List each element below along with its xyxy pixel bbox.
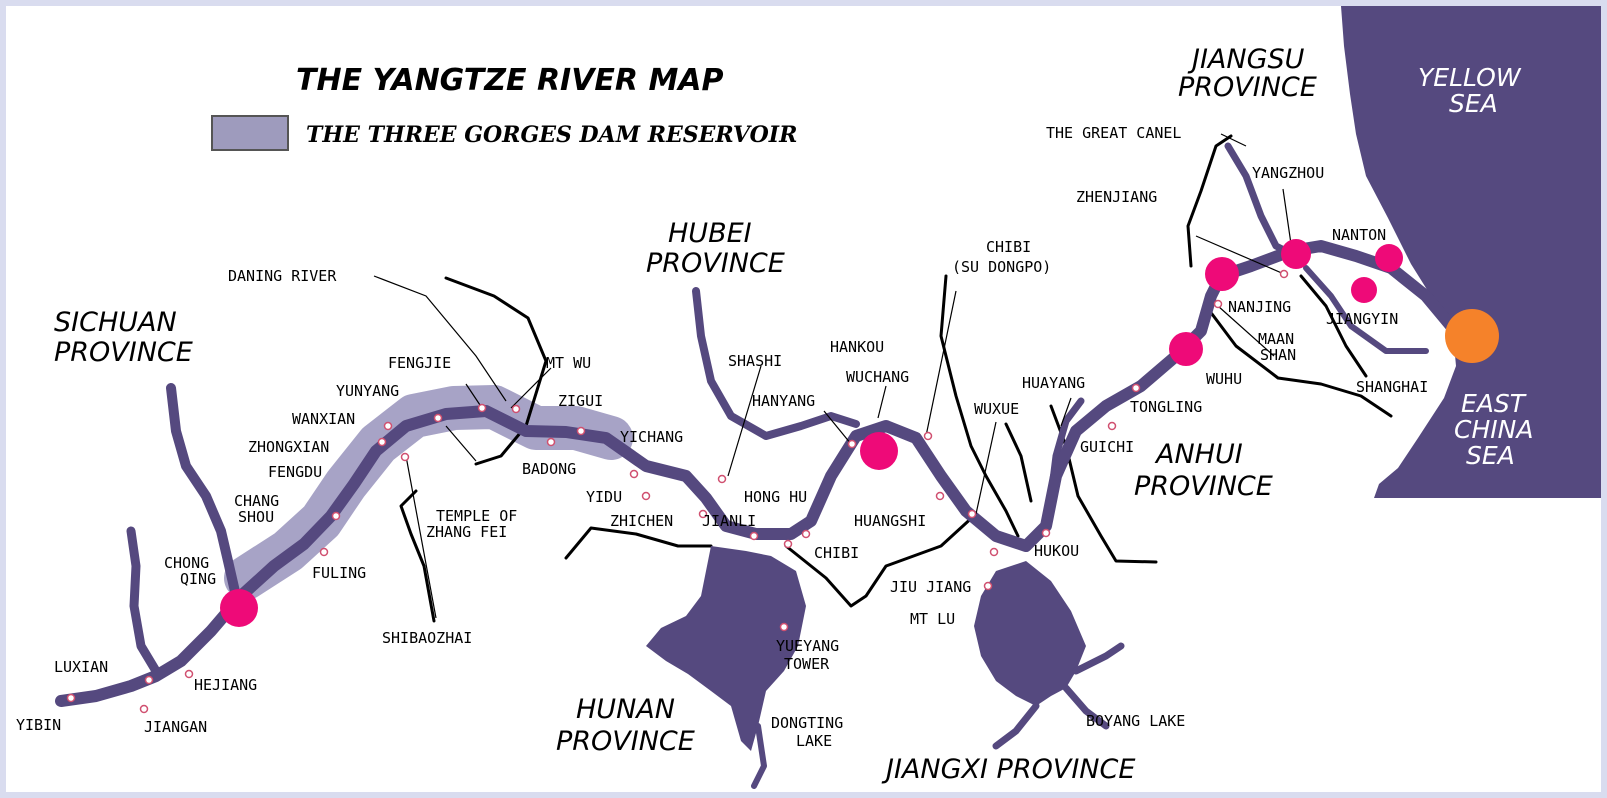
tributary-shibaozhai (399, 489, 436, 623)
label-hukou: HUKOU (1034, 542, 1079, 560)
label-mt-lu: MT LU (910, 610, 955, 628)
dongting-lake (646, 546, 806, 751)
label-yichang: YICHANG (620, 428, 683, 446)
label-huangshi: HUANGSHI (854, 512, 926, 530)
label-mt-wu: MT WU (546, 354, 591, 372)
city-marker-wuhan (860, 432, 898, 470)
tributary-jiangsu (1186, 134, 1233, 268)
label-chibi-north: CHIBI(SU DONGPO) (952, 238, 1051, 276)
tributary-daning (444, 276, 548, 466)
boyang-outflow (992, 642, 1125, 750)
tributary-jiangyin (1299, 274, 1368, 378)
tributary-hunan-mid (784, 512, 978, 608)
tributary-luxian (126, 526, 161, 676)
label-shashi: SHASHI (728, 352, 782, 370)
city-marker-jiangyin (1351, 277, 1377, 303)
grand-canal-river (1224, 142, 1300, 260)
tributary-sichuan-north (166, 383, 241, 601)
tributary-anhui (1204, 304, 1393, 418)
label-zhichen: ZHICHEN (610, 512, 673, 530)
label-hanyang: HANYANG (752, 392, 815, 410)
label-chibi-south: CHIBI (814, 544, 859, 562)
label-hankou: HANKOU (830, 338, 884, 356)
label-yidu: YIDU (586, 488, 622, 506)
label-nanton: NANTON (1332, 226, 1386, 244)
label-wuchang: WUCHANG (846, 368, 909, 386)
tributary-jiangxi-north (939, 274, 1020, 538)
label-zhenjiang: ZHENJIANG (1076, 188, 1157, 206)
label-tongling: TONGLING (1130, 398, 1202, 416)
label-fengjie: FENGJIE (388, 354, 451, 372)
city-marker-shanghai (1445, 309, 1499, 363)
tributary-hunan-west (564, 526, 713, 560)
label-daning-river: DANING RIVER (228, 267, 337, 285)
label-jiangyin: JIANGYIN (1326, 310, 1398, 328)
city-marker-zhenjiang (1281, 239, 1311, 269)
town-markers (66, 269, 1289, 714)
label-hong-hu: HONG HU (744, 488, 807, 506)
city-marker-nanjing (1205, 257, 1239, 291)
label-wuhu: WUHU (1206, 370, 1242, 388)
map-title: THE YANGTZE RIVER MAP (296, 63, 724, 98)
map-frame: THE THREE GORGES DAM RESERVOIR THE YANGT… (6, 6, 1601, 792)
label-shanghai: SHANGHAI (1356, 378, 1428, 396)
label-wanxian: WANXIAN (292, 410, 355, 428)
province-jiangxi: JIANGXI PROVINCE (881, 754, 1135, 785)
label-yunyang: YUNYANG (336, 382, 399, 400)
label-hejiang: HEJIANG (194, 676, 257, 694)
label-yangzhou: YANGZHOU (1252, 164, 1324, 182)
yangtze-map: THE THREE GORGES DAM RESERVOIR THE YANGT… (16, 6, 1601, 789)
label-zhongxian: ZHONGXIAN (248, 438, 329, 456)
label-fengdu: FENGDU (268, 463, 322, 481)
label-guichi: GUICHI (1080, 438, 1134, 456)
city-marker-wuhu (1169, 332, 1203, 366)
tributary-huayang (1004, 422, 1033, 503)
label-jiu-jiang: JIU JIANG (890, 578, 971, 596)
city-marker-nanton (1375, 244, 1403, 272)
label-boyang: BOYANG LAKE (1086, 712, 1185, 730)
label-wuxue: WUXUE (974, 400, 1019, 418)
label-luxian: LUXIAN (54, 658, 108, 676)
label-jianli: JIANLI (702, 512, 756, 530)
legend-label: THE THREE GORGES DAM RESERVOIR (306, 122, 797, 148)
label-nanjing: NANJING (1228, 298, 1291, 316)
river-shanghai-branch (1303, 265, 1429, 354)
label-jiangan: JIANGAN (144, 718, 207, 736)
boyang-lake (974, 561, 1086, 706)
sea-area (1341, 6, 1601, 498)
city-marker-chongqing (220, 589, 258, 627)
label-shibaozhai: SHIBAOZHAI (382, 629, 472, 647)
label-badong: BADONG (522, 460, 576, 478)
label-great-canal: THE GREAT CANEL (1046, 124, 1181, 142)
label-zigui: ZIGUI (558, 392, 603, 410)
dongting-inflow (751, 723, 767, 789)
leader-lines (373, 133, 1292, 619)
label-fuling: FULING (312, 564, 366, 582)
legend-swatch (211, 115, 289, 151)
tributary-hubei-north (692, 287, 860, 440)
label-yibin: YIBIN (16, 716, 61, 734)
label-huayang: HUAYANG (1022, 374, 1085, 392)
